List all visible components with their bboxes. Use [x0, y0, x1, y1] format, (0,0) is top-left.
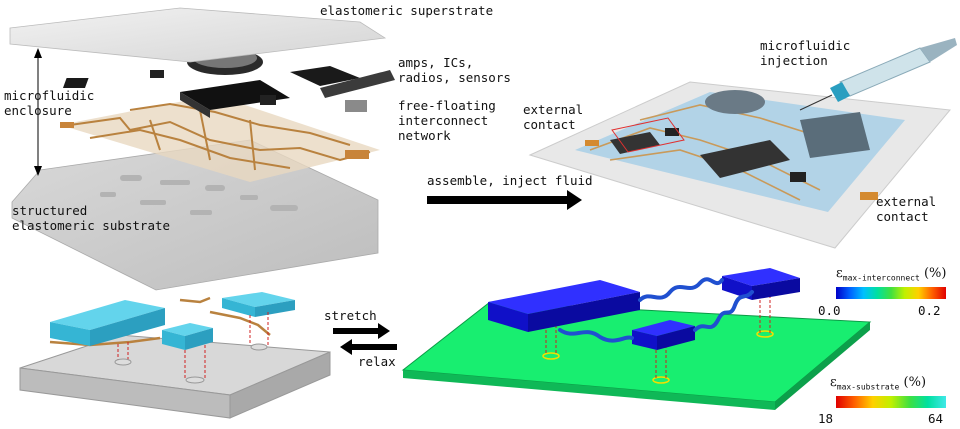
colorbar-substrate-max: 64 — [928, 411, 944, 426]
label-components: amps, ICs, radios, sensors — [398, 55, 511, 85]
label-external-contact-left: external contact — [523, 102, 584, 132]
substrate-ridges — [100, 175, 298, 215]
label-relax: relax — [358, 354, 396, 369]
assembled-device — [528, 38, 957, 249]
colorbar-substrate-title: εmax-substrate (%) — [830, 375, 927, 392]
label-superstrate: elastomeric superstrate — [320, 3, 494, 18]
label-stretch: stretch — [324, 308, 377, 323]
label-interconnect: free-floating interconnect network — [398, 98, 496, 143]
simple-model — [19, 292, 331, 419]
elastomeric-superstrate — [9, 7, 387, 63]
stretch-arrow — [333, 323, 390, 339]
label-injection: microfluidic injection — [760, 38, 851, 68]
fea-model — [401, 268, 872, 410]
colorbar-interconnect-title: εmax-interconnect (%) — [836, 266, 947, 283]
exploded-view — [9, 7, 395, 291]
colorbar-substrate-min: 18 — [818, 411, 834, 426]
assemble-arrow — [427, 190, 582, 210]
colorbar-interconnect-min: 0.0 — [818, 303, 841, 318]
interconnect-network — [60, 95, 380, 182]
label-enclosure: microfluidic enclosure — [4, 88, 95, 118]
label-external-contact-right: external contact — [876, 194, 937, 224]
label-assemble: assemble, inject fluid — [427, 173, 593, 188]
contact-pads — [60, 122, 369, 159]
colorbar-substrate — [836, 396, 946, 408]
interconnect-traces — [69, 102, 371, 171]
syringe — [799, 38, 957, 111]
colorbar-interconnect-max: 0.2 — [918, 303, 941, 318]
colorbar-interconnect — [836, 287, 946, 299]
label-substrate: structured elastomeric substrate — [12, 203, 171, 233]
relax-arrow — [340, 339, 397, 355]
